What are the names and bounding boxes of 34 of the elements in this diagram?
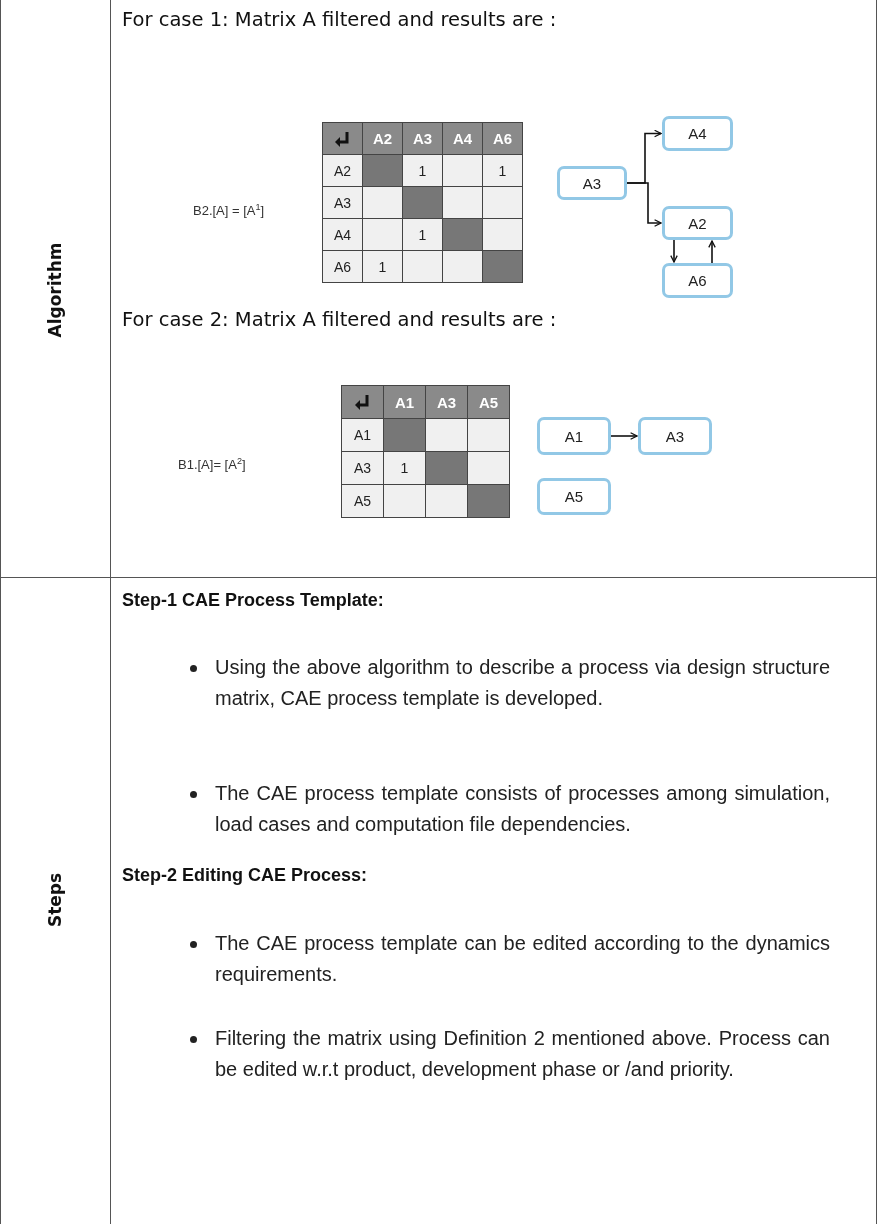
matrix-formula: B1.[A]= [A$^{2}$] [178, 456, 246, 473]
matrix-cell: 1 [362, 250, 403, 283]
bullet-text: Filtering the matrix using Definition 2 mentioned above. Process can be edited w.r.t product, development phase or /and priority. [215, 1026, 830, 1082]
process-box: A3 [638, 417, 712, 455]
matrix-cell: A1 [341, 418, 384, 452]
process-box: A6 [662, 263, 733, 298]
case-heading: For case 1: Matrix A filtered and results are : [122, 8, 557, 31]
step-heading: Step-1 CAE Process Template: [122, 590, 384, 611]
row-header: Steps [45, 872, 65, 928]
arrow [626, 182, 662, 227]
process-box: A2 [662, 206, 733, 240]
process-box: A3 [557, 166, 627, 200]
matrix-cell: A3 [341, 451, 384, 485]
step-heading: Step-2 Editing CAE Process: [122, 865, 368, 886]
bullet-text: Using the above algorithm to describe a process via design structure matrix, CAE process template is developed. [215, 655, 830, 711]
matrix-formula: B2.[A] = [A$^{1}$] [193, 202, 265, 219]
process-box: A1 [537, 417, 611, 455]
header-cell: A1 [383, 385, 426, 419]
case-heading: For case 2: Matrix A filtered and results are : [122, 308, 557, 331]
bullet-text: The CAE process template can be edited according to the dynamics requirements. [215, 931, 830, 987]
matrix-cell: 1 [383, 451, 426, 485]
arrow [708, 240, 716, 264]
arrow [670, 239, 678, 263]
arrow [610, 432, 638, 440]
header-cell: A5 [467, 385, 510, 419]
process-box: A4 [662, 116, 733, 151]
process-box: A5 [537, 478, 611, 515]
matrix-cell: 1 [482, 154, 523, 187]
header-cell: A6 [482, 122, 523, 155]
matrix-cell: A5 [341, 484, 384, 518]
header-cell: A3 [425, 385, 468, 419]
row-header: Algorithm [45, 242, 65, 338]
matrix-cell: A6 [322, 250, 363, 283]
bullet-text: The CAE process template consists of processes among simulation, load cases and computation file dependencies. [215, 781, 830, 837]
